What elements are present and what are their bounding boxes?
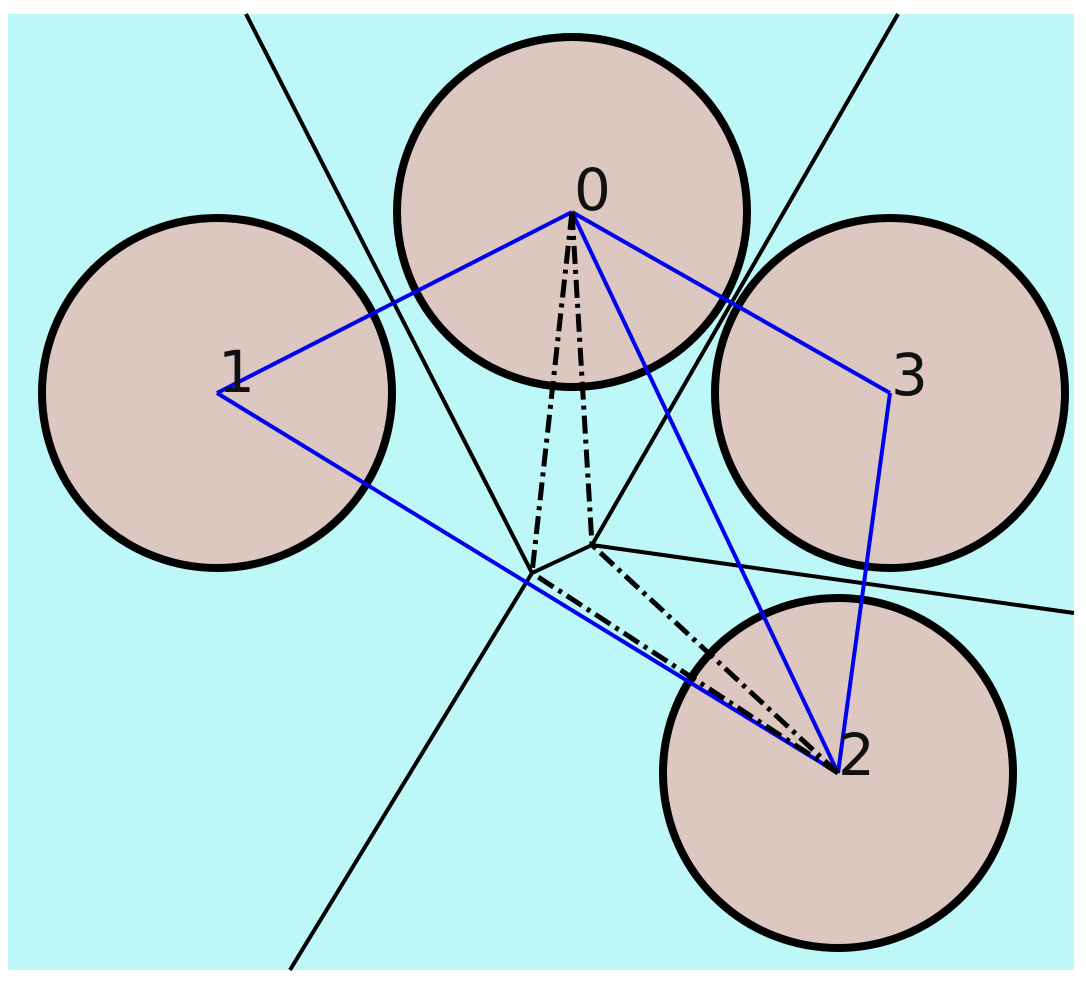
delaunay-edge-0-3 bbox=[571, 210, 891, 395]
node-label-1: 1 bbox=[218, 338, 255, 406]
delaunay-edge-1-2 bbox=[215, 391, 840, 775]
delaunay-edge-0-2 bbox=[570, 211, 840, 774]
delaunay-edge-0-1 bbox=[216, 210, 573, 395]
voronoi-edge-2-3 bbox=[591, 543, 1075, 615]
connector-0-b bbox=[569, 211, 595, 546]
connector-2-b bbox=[590, 543, 840, 775]
connector-2-a bbox=[530, 570, 840, 776]
voronoi-edge-0-3 bbox=[590, 13, 900, 546]
voronoi-edge-0-1 bbox=[244, 13, 534, 574]
node-label-0: 0 bbox=[574, 156, 611, 224]
connector-0-a bbox=[529, 211, 575, 574]
node-label-2: 2 bbox=[838, 721, 875, 789]
voronoi-edge-0-2 bbox=[531, 543, 593, 575]
delaunay-edge-3-2 bbox=[836, 392, 892, 774]
node-label-3: 3 bbox=[891, 341, 928, 409]
voronoi-edge-1-2 bbox=[288, 571, 534, 972]
